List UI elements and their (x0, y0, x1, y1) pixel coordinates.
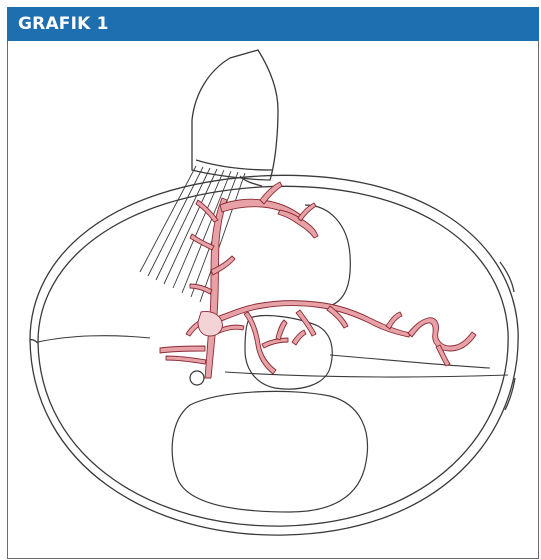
ultrasound-probe (192, 50, 278, 180)
brain-ventricles (172, 205, 367, 512)
